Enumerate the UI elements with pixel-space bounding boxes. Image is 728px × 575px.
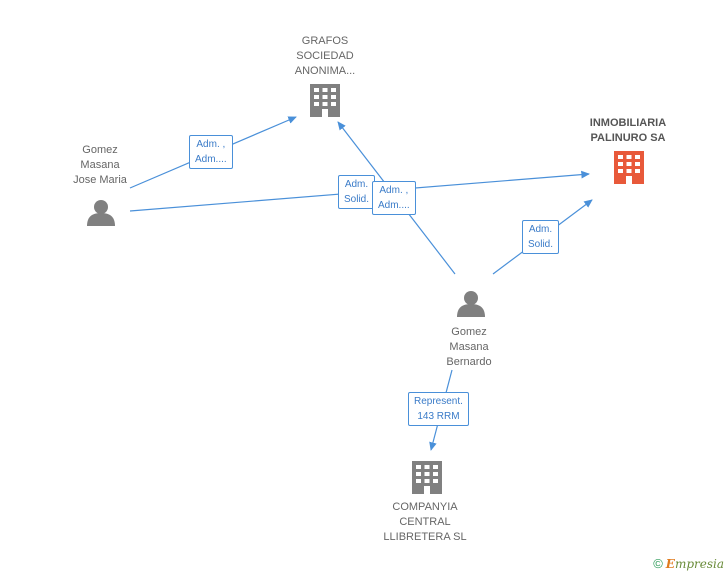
building-icon[interactable] — [310, 84, 340, 117]
edge-label-bern-inmobiliaria[interactable]: Adm. Solid. — [522, 220, 560, 254]
node-label-inmobiliaria[interactable]: INMOBILIARIA PALINURO SA — [589, 117, 667, 144]
person-icon[interactable] — [87, 200, 115, 226]
brand-logo: Empresia — [665, 557, 724, 571]
node-label-jose-maria[interactable]: Gomez Masana Jose Maria — [73, 144, 127, 186]
building-icon[interactable] — [614, 151, 644, 184]
edge-label-bern-grafos[interactable]: Adm. , Adm.... — [372, 181, 416, 215]
node-label-bernardo[interactable]: Gomez Masana Bernardo — [446, 326, 492, 368]
node-label-grafos[interactable]: GRAFOS SOCIEDAD ANONIMA... — [294, 35, 356, 77]
edge-label-jm-inmobiliaria[interactable]: Adm. Solid. — [338, 175, 376, 209]
edge-label-bern-companyia[interactable]: Represent. 143 RRM — [408, 392, 469, 426]
node-label-companyia[interactable]: COMPANYIA CENTRAL LLIBRETERA SL — [383, 501, 467, 543]
building-icon[interactable] — [412, 461, 442, 494]
edge-label-jm-grafos[interactable]: Adm. , Adm.... — [189, 135, 233, 169]
brand-footer: ©Empresia — [653, 556, 724, 571]
person-icon[interactable] — [457, 291, 485, 317]
copyright-icon: © — [653, 556, 663, 571]
